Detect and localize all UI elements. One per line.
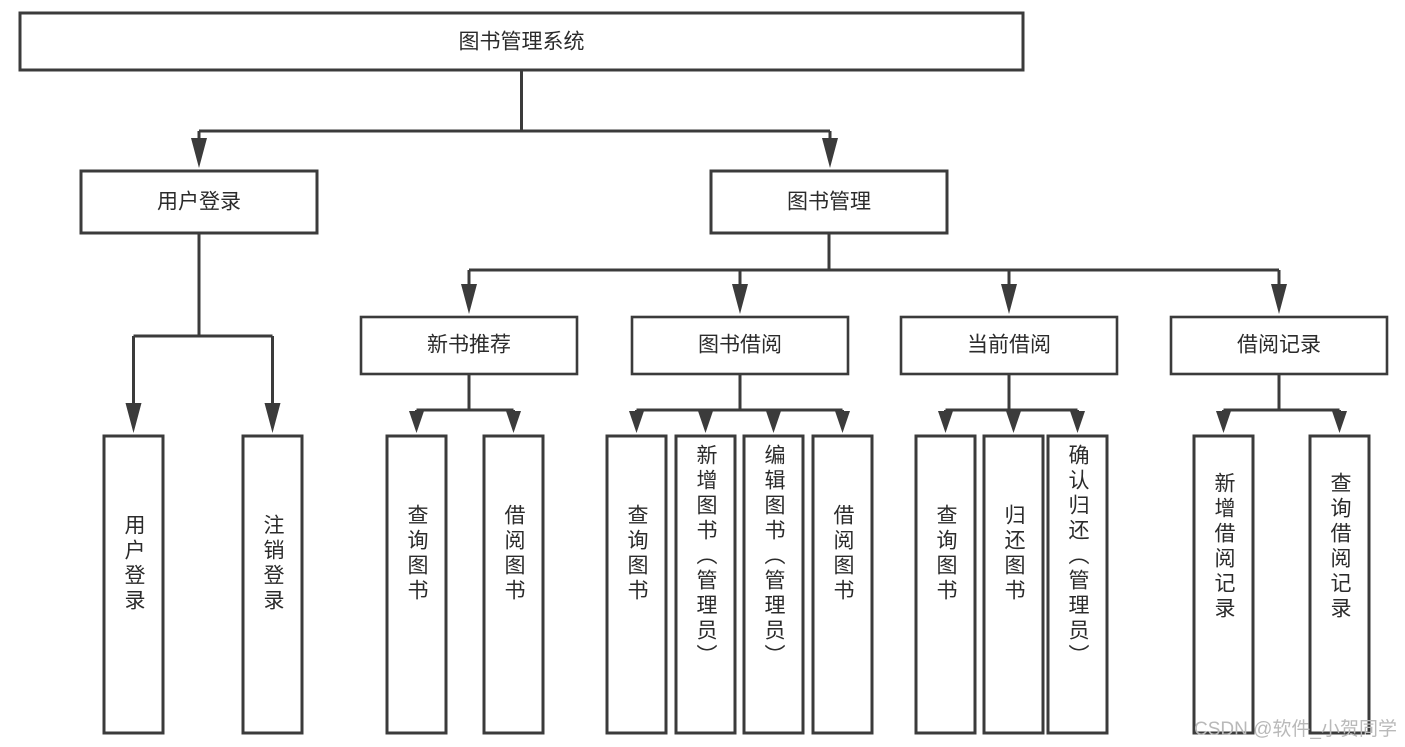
- node-user-login-label: 用户登录: [157, 191, 241, 214]
- node-book-borrow-label: 图书借阅: [698, 334, 782, 357]
- leaf-box-query-book-borrow[interactable]: [605, 434, 668, 735]
- node-root[interactable]: 图书管理系统: [18, 11, 1025, 72]
- node-user-login[interactable]: 用户登录: [79, 169, 319, 235]
- arrow-head-icon: [766, 411, 781, 433]
- leaf-box-borrow-book[interactable]: [811, 434, 874, 735]
- node-new-book-recommend[interactable]: 新书推荐: [359, 315, 579, 376]
- arrow-head-icon: [461, 284, 477, 314]
- leaf-box-user-login[interactable]: [102, 434, 165, 735]
- arrow-head-icon: [1006, 411, 1021, 433]
- node-current-borrow-label: 当前借阅: [967, 334, 1051, 357]
- node-book-management[interactable]: 图书管理: [709, 169, 949, 235]
- connector-book-management-to-level2: [461, 233, 1287, 314]
- arrow-head-icon: [1332, 411, 1347, 433]
- connector-borrow-record-to-leaves: [1216, 374, 1347, 433]
- node-new-book-recommend-label: 新书推荐: [427, 334, 511, 357]
- arrow-head-icon: [732, 284, 748, 314]
- arrow-head-icon: [938, 411, 953, 433]
- leaf-box-add-book-admin[interactable]: [674, 434, 737, 735]
- node-book-borrow[interactable]: 图书借阅: [630, 315, 850, 376]
- arrow-head-icon: [1216, 411, 1231, 433]
- node-current-borrow[interactable]: 当前借阅: [899, 315, 1119, 376]
- leaf-box-query-borrow-record[interactable]: [1308, 434, 1371, 735]
- watermark-text: CSDN @软件_小贺同学: [1194, 719, 1397, 740]
- node-root-label: 图书管理系统: [459, 31, 585, 54]
- arrow-head-icon: [1070, 411, 1085, 433]
- leaf-box-query-book-recommend[interactable]: [385, 434, 448, 735]
- node-user-login-box: [79, 169, 319, 235]
- leaf-box-edit-book-admin[interactable]: [742, 434, 805, 735]
- leaf-box-return-book[interactable]: [982, 434, 1045, 735]
- arrow-head-icon: [835, 411, 850, 433]
- node-new-book-recommend-box: [359, 315, 579, 376]
- arrow-head-icon: [1271, 284, 1287, 314]
- arrow-head-icon: [629, 411, 644, 433]
- connector-root-to-level1: [191, 70, 838, 168]
- connector-book-borrow-to-leaves: [629, 374, 850, 433]
- arrow-head-icon: [822, 138, 838, 168]
- leaf-box-borrow-book-recommend[interactable]: [482, 434, 545, 735]
- leaf-box-logout-login[interactable]: [241, 434, 304, 735]
- connector-user-login-to-leaves: [125, 233, 281, 433]
- node-borrow-record-label: 借阅记录: [1237, 334, 1321, 357]
- leaf-boxes: [102, 434, 1371, 735]
- arrow-head-icon: [698, 411, 713, 433]
- arrow-head-icon: [191, 138, 207, 168]
- node-root-box: [18, 11, 1025, 72]
- connector-new-book-recommend-to-leaves: [409, 374, 521, 433]
- arrow-head-icon: [1001, 284, 1017, 314]
- leaf-box-query-book-current[interactable]: [914, 434, 977, 735]
- arrow-head-icon: [125, 403, 142, 433]
- node-borrow-record[interactable]: 借阅记录: [1169, 315, 1389, 376]
- node-current-borrow-box: [899, 315, 1119, 376]
- node-book-management-label: 图书管理: [787, 191, 871, 214]
- arrow-head-icon: [506, 411, 521, 433]
- leaf-box-add-borrow-record[interactable]: [1192, 434, 1255, 735]
- arrow-head-icon: [409, 411, 424, 433]
- leaf-box-confirm-return-admin[interactable]: [1046, 434, 1109, 735]
- connector-current-borrow-to-leaves: [938, 374, 1085, 433]
- arrow-head-icon: [264, 403, 281, 433]
